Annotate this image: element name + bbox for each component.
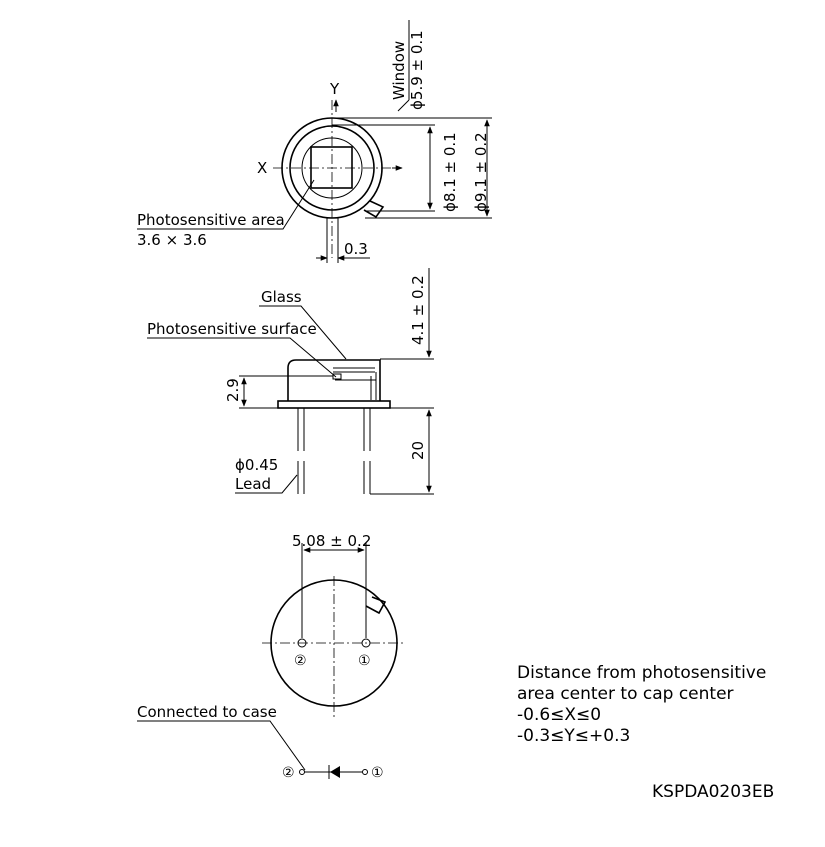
chip xyxy=(332,373,342,380)
cap-tab xyxy=(363,200,385,219)
note-line: Distance from photosensitive xyxy=(517,663,767,683)
pin-1-number: ① xyxy=(358,653,371,669)
pin-1-hole xyxy=(361,638,371,648)
glass-leader xyxy=(259,305,347,360)
note-line: area center to cap center xyxy=(517,684,734,704)
offset-dimension: 0.3 xyxy=(344,240,368,258)
surface-leader xyxy=(147,337,337,378)
diameter-81-dimension: ϕ8.1 ± 0.1 xyxy=(441,132,459,212)
schematic: Connected to case ② ① xyxy=(137,703,384,781)
header-tab xyxy=(365,596,387,615)
window-label: Window xyxy=(390,41,408,100)
y-axis-label: Y xyxy=(329,80,340,98)
center-offset-note: Distance from photosensitive area center… xyxy=(517,663,766,747)
pin-spacing-dimension: 5.08 ± 0.2 xyxy=(292,532,371,550)
photodiode-symbol xyxy=(330,766,340,778)
pin-2-hole xyxy=(297,638,307,648)
cap-inner-circle xyxy=(289,125,375,211)
photosensitive-area-leader xyxy=(137,179,315,230)
connected-to-case-label: Connected to case xyxy=(137,703,277,721)
schematic-pin-1: ① xyxy=(371,765,384,781)
glass-label: Glass xyxy=(261,288,302,306)
header-outline-circle xyxy=(270,579,398,707)
photosensitive-area-square xyxy=(310,146,353,189)
document-code: KSPDA0203EB xyxy=(652,782,775,802)
connected-to-case-leader xyxy=(137,720,306,771)
photosensitive-surface-label: Photosensitive surface xyxy=(147,320,317,338)
pin-2-number: ② xyxy=(294,653,307,669)
lead-leader xyxy=(235,474,298,494)
note-line: -0.3≤Y≤+0.3 xyxy=(517,726,631,746)
terminal-2 xyxy=(299,769,305,775)
lead-diameter-label: ϕ0.45 xyxy=(235,456,278,474)
height-dimension: 4.1 ± 0.2 xyxy=(409,275,427,345)
window-leader xyxy=(397,99,410,112)
terminal-1 xyxy=(362,769,368,775)
flange xyxy=(277,400,391,409)
cap-side-profile xyxy=(287,359,381,401)
diameter-91-dimension: ϕ9.1 ± 0.2 xyxy=(472,132,490,212)
x-axis-label: X xyxy=(257,159,267,177)
photosensitive-area-size: 3.6 × 3.6 xyxy=(137,231,207,249)
photosensitive-area-label: Photosensitive area xyxy=(137,211,285,229)
window-circle xyxy=(301,137,363,199)
lead-length-dimension: 20 xyxy=(409,441,427,460)
surface-depth-dimension: 2.9 xyxy=(224,378,242,402)
schematic-pin-2: ② xyxy=(282,765,295,781)
bottom-view: 5.08 ± 0.2 ② ① xyxy=(262,532,406,720)
lead-label: Lead xyxy=(235,475,271,493)
note-line: -0.6≤X≤0 xyxy=(517,705,602,725)
side-view: 4.1 ± 0.2 Glass Photosensitive surface 2… xyxy=(147,268,434,495)
top-view: Y X Window ϕ5.9 ± 0.1 ϕ8.1 ± 0.1 ϕ9.1 ± … xyxy=(137,20,492,263)
window-dimension: ϕ5.9 ± 0.1 xyxy=(408,30,426,110)
